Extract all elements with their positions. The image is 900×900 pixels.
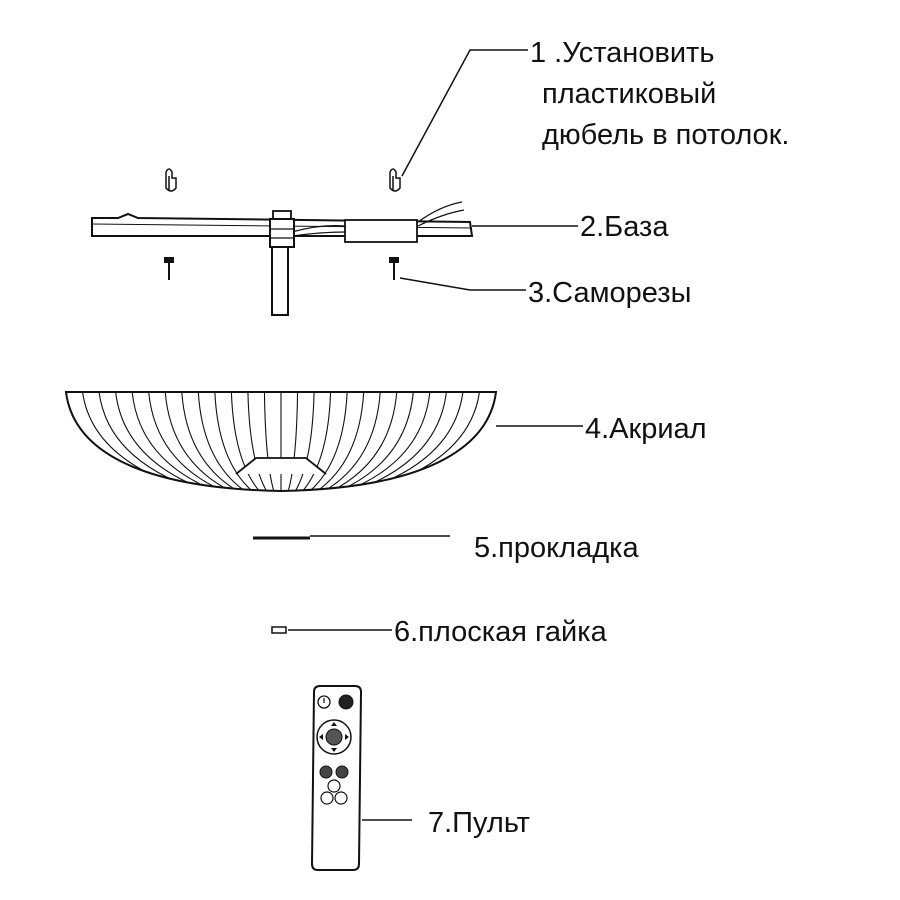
label-step7: 7.Пульт	[428, 807, 530, 839]
base-plate	[91, 201, 474, 316]
shade-rib	[287, 392, 299, 491]
shade-rib	[357, 392, 464, 491]
shade-rib	[336, 392, 414, 491]
shade-rib	[294, 392, 315, 491]
label-step6: 6.плоская гайка	[394, 616, 608, 648]
screw-left	[164, 257, 174, 280]
plastic-anchor-left	[165, 168, 177, 192]
label-step1-line3: дюбель в потолок.	[542, 119, 789, 151]
acrylic-shade	[64, 391, 498, 493]
shade-rib	[131, 392, 219, 491]
shade-rib	[247, 392, 268, 491]
label-step1-line2: пластиковый	[542, 78, 716, 110]
shade-rib	[81, 392, 198, 491]
shade-rib	[301, 392, 332, 491]
mode-button-icon	[319, 765, 333, 779]
timer-button-icon	[335, 765, 349, 779]
shade-rib	[164, 392, 233, 491]
shade-rib	[371, 392, 496, 491]
shade-rib	[181, 392, 240, 491]
shade-rib	[308, 392, 348, 491]
screw-right	[389, 257, 399, 280]
shade-rib	[329, 392, 398, 491]
label-step1-line1: 1 .Установить	[530, 37, 714, 69]
leader-line-screws	[399, 277, 526, 291]
shade-rib	[197, 392, 247, 491]
dpad-center-icon	[325, 728, 343, 746]
preset-b-button-icon	[334, 791, 348, 805]
preset-a-button-icon	[320, 791, 334, 805]
shade-rib	[364, 392, 481, 491]
label-step2: 2.База	[580, 211, 669, 243]
remote-control	[310, 685, 363, 871]
label-step5: 5.прокладка	[474, 532, 639, 564]
shade-rib	[98, 392, 205, 491]
shade-rib	[343, 392, 431, 491]
night-button-icon	[338, 694, 354, 710]
shade-rib	[66, 392, 191, 491]
shade-rib	[322, 392, 381, 491]
flat-nut	[271, 626, 287, 634]
shade-rib	[148, 392, 226, 491]
shade-rib	[230, 392, 261, 491]
memory-button-icon	[327, 779, 341, 793]
shade-rib	[263, 392, 275, 491]
shade-rib	[214, 392, 254, 491]
shade-rib	[315, 392, 365, 491]
plastic-anchor-right	[389, 168, 401, 192]
label-step4: 4.Акриал	[585, 413, 707, 445]
leader-line-anchor	[401, 49, 528, 177]
label-step3: 3.Саморезы	[528, 277, 691, 309]
